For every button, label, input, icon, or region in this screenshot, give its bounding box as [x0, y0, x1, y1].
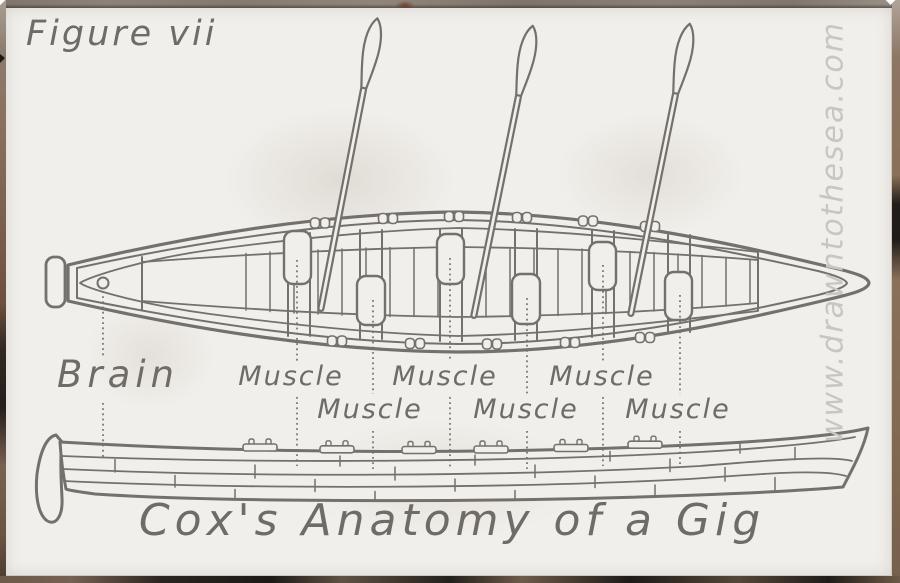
muscle-label: Muscle [625, 394, 731, 425]
inner-gunwale [76, 219, 848, 345]
rower-seats [282, 229, 694, 327]
frame-blemish [0, 54, 5, 63]
muscle-label: Muscle [549, 361, 655, 392]
hull-outline [66, 210, 871, 354]
brain-label: Brain [57, 353, 179, 396]
frame-edge-bottom [0, 576, 900, 583]
stern-cap [44, 255, 67, 309]
rower-seat [663, 270, 694, 322]
figure-label: Figure vii [26, 14, 218, 54]
muscle-label: Muscle [473, 394, 579, 425]
frame-edge-top [0, 0, 900, 8]
rower-seat [282, 229, 313, 286]
gig-top-view [44, 210, 871, 354]
side-hull [58, 426, 870, 503]
plank-seam [63, 471, 847, 488]
muscle-label: Muscle [392, 361, 498, 392]
gig-side-view [34, 426, 870, 524]
muscle-label: Muscle [238, 361, 344, 392]
leader-lines [102, 258, 681, 469]
rower-seat [510, 272, 542, 326]
frame-edge-left [0, 0, 6, 583]
diagram-title: Cox's Anatomy of a Gig [138, 495, 766, 546]
cox-position-marker [96, 276, 110, 290]
rudder [34, 433, 64, 524]
plank-seam [61, 436, 856, 462]
frame-edge-right [892, 0, 900, 583]
watermark: www.drawntothesea.com [815, 21, 851, 443]
plank-joints [114, 443, 796, 502]
rower-seat [355, 274, 387, 327]
muscle-label: Muscle [317, 394, 423, 425]
